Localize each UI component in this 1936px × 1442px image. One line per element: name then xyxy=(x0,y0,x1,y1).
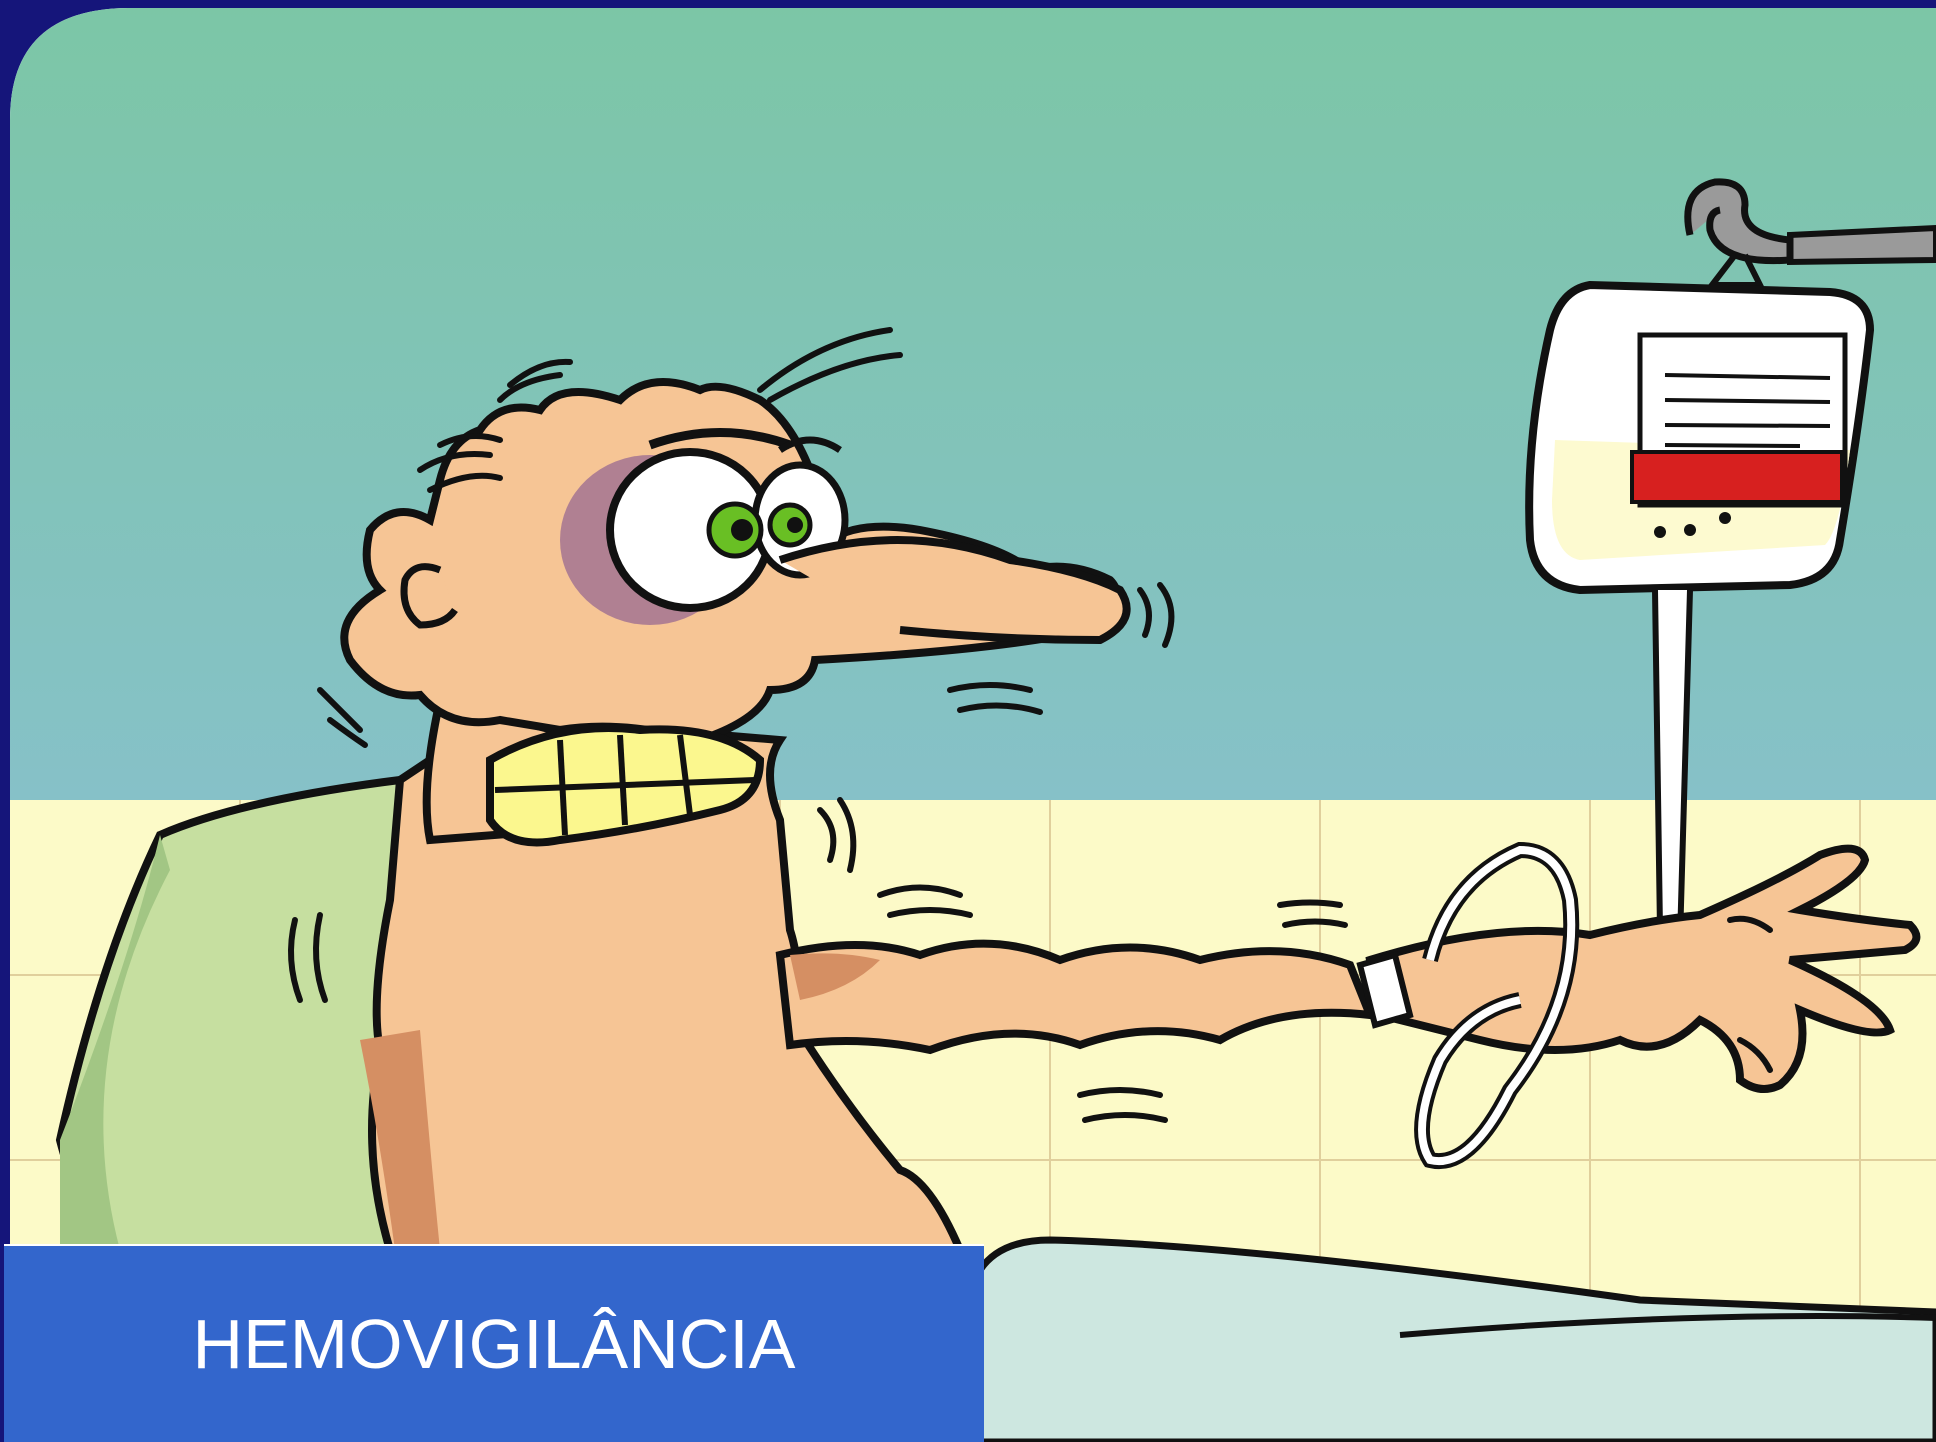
title-box: HEMOVIGILÂNCIA xyxy=(4,1244,984,1442)
iv-hanger xyxy=(1705,253,1765,288)
slide-title: HEMOVIGILÂNCIA xyxy=(192,1305,796,1383)
shake-lines xyxy=(288,582,1773,1123)
patient-ear xyxy=(400,563,458,629)
blood-red-stripe xyxy=(1630,450,1844,504)
patient-hair xyxy=(417,327,903,493)
iv-stand-arm xyxy=(1787,224,1936,266)
wrist-tape xyxy=(1356,951,1414,1029)
bed-sheet xyxy=(956,1236,1936,1442)
patient-nose xyxy=(778,536,1131,645)
patient-hand xyxy=(1365,844,1921,1093)
iv-hook xyxy=(1684,178,1794,265)
